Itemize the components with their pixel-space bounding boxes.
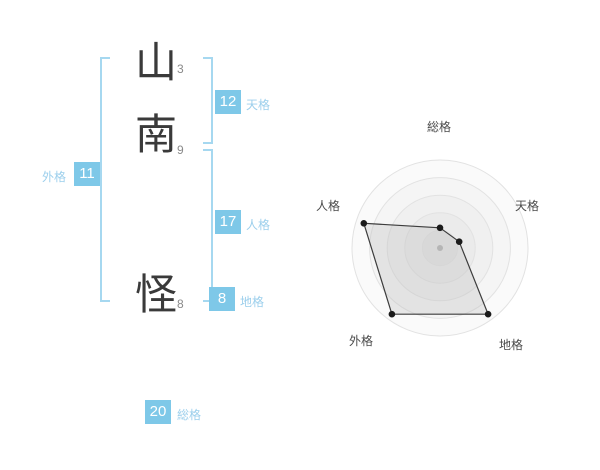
name-character-3-stroke-count: 8: [177, 297, 184, 311]
name-character-2-stroke-count: 9: [177, 143, 184, 157]
name-character-1-stroke-count: 3: [177, 62, 184, 76]
name-character-2: 南: [134, 110, 177, 159]
radar-axis-gaikaku: 外格: [349, 334, 374, 348]
jinkaku-bracket: [203, 149, 213, 302]
radar-chart-svg: [351, 159, 529, 337]
name-character-3: 怪: [134, 270, 177, 319]
jinkaku-label: 人格: [246, 218, 271, 232]
name-character-1: 山: [134, 38, 177, 87]
chikaku-label: 地格: [240, 295, 265, 309]
tenkaku-value-badge: 12: [215, 90, 241, 114]
soukaku-value-badge: 20: [145, 400, 171, 424]
gaikaku-bracket: [100, 57, 110, 302]
radar-axis-jinkaku: 人格: [316, 199, 341, 213]
jinkaku-value-badge: 17: [215, 210, 241, 234]
tenkaku-bracket: [203, 57, 213, 144]
radar-axis-tenkaku: 天格: [515, 199, 540, 213]
gaikaku-label: 外格: [42, 170, 67, 184]
radar-axis-soukaku: 総格: [427, 120, 452, 134]
gaikaku-value-badge: 11: [74, 162, 100, 186]
chikaku-value-badge: 8: [209, 287, 235, 311]
radar-axis-chikaku: 地格: [499, 338, 524, 352]
soukaku-label: 総格: [177, 408, 202, 422]
tenkaku-label: 天格: [246, 98, 271, 112]
